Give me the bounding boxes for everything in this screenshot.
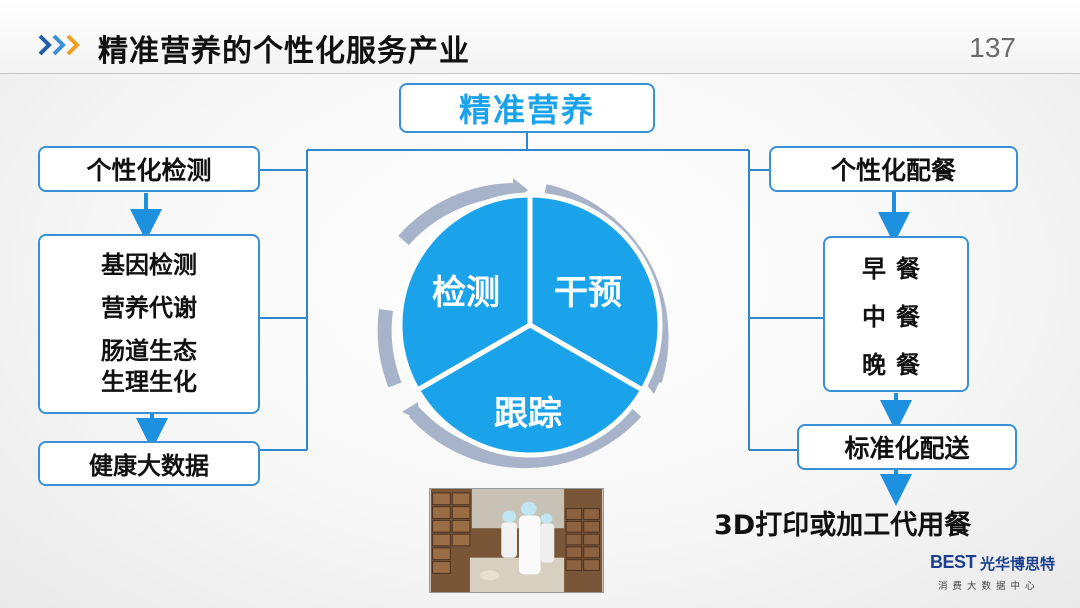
ring-arrow-icon	[402, 402, 420, 420]
testing-items-box: 基因检测 营养代谢 肠道生态 生理生化	[38, 234, 260, 414]
health-big-data-box: 健康大数据	[38, 441, 260, 486]
down-arrows	[130, 192, 912, 506]
testing-item: 肠道生态	[101, 337, 197, 365]
cycle-ring-segment	[398, 182, 518, 246]
personalized-testing-box: 个性化检测	[38, 146, 260, 192]
testing-item: 营养代谢	[101, 294, 197, 322]
page-number: 137	[969, 32, 1016, 63]
meal-lunch: 中餐	[862, 302, 930, 331]
3d-printing-label: 3D打印或加工代用餐	[714, 510, 972, 541]
logo-subtitle: 消费大数据中心	[938, 581, 1040, 592]
cycle-label-intervene: 干预	[554, 273, 622, 313]
meal-breakfast: 早餐	[862, 254, 930, 283]
cycle-label-detect: 检测	[432, 273, 500, 313]
header-bar: 精准营养的个性化服务产业 137	[0, 0, 1080, 74]
standard-delivery-box: 标准化配送	[797, 424, 1017, 470]
meal-dinner: 晚餐	[862, 350, 930, 379]
testing-item: 基因检测	[101, 251, 197, 279]
personalized-testing-label: 个性化检测	[86, 156, 212, 185]
health-big-data-label: 健康大数据	[89, 452, 209, 480]
cycle-segment-track	[414, 322, 646, 458]
meals-box: 早餐 中餐 晚餐	[823, 236, 969, 392]
personalized-catering-label: 个性化配餐	[830, 156, 956, 185]
testing-item: 生理生化	[101, 368, 197, 396]
precision-nutrition-box: 精准营养	[399, 83, 655, 133]
chevron-right-icon	[38, 34, 80, 56]
standard-delivery-label: 标准化配送	[844, 434, 970, 463]
cycle-diagram: 检测 干预 跟踪	[377, 178, 669, 469]
personalized-catering-box: 个性化配餐	[769, 146, 1018, 192]
lab-photo	[429, 488, 604, 593]
brand-logo: BEST 光华博思特 消费大数据中心	[930, 552, 1070, 596]
page-title: 精准营养的个性化服务产业	[98, 34, 470, 69]
logo-name: 光华博思特	[980, 555, 1056, 573]
cycle-ring-segment	[408, 407, 642, 469]
cycle-segment-detect	[397, 192, 533, 393]
logo-mark: BEST	[930, 552, 977, 572]
cycle-ring-segment	[377, 309, 402, 388]
cycle-label-track: 跟踪	[494, 394, 562, 434]
connector-lines	[260, 133, 823, 451]
precision-nutrition-label: 精准营养	[458, 91, 595, 129]
